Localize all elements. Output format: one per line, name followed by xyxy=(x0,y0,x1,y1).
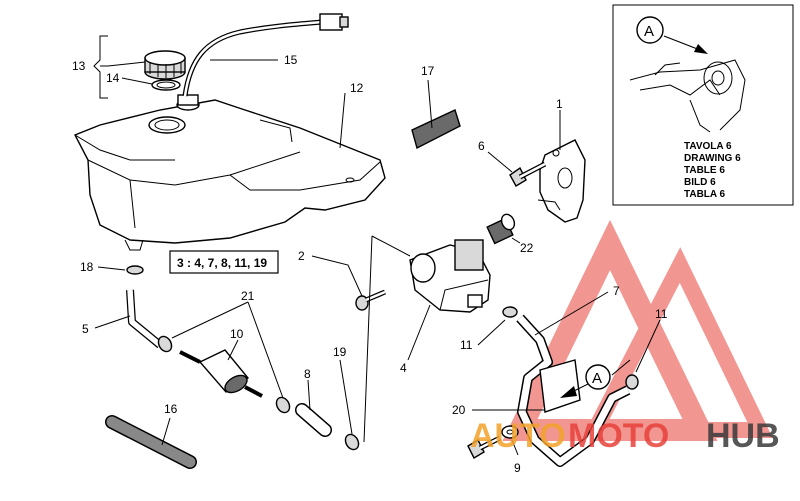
watermark-auto: AUTO xyxy=(470,417,566,455)
callout-11-right: 11 xyxy=(655,307,668,321)
callout-3: 3 : 4, 7, 8, 11, 19 xyxy=(177,256,267,270)
callout-5: 5 xyxy=(82,322,89,336)
hose-clamp-19 xyxy=(344,433,360,451)
hose-8 xyxy=(295,403,332,437)
watermark-logo xyxy=(502,219,773,441)
callout-16: 16 xyxy=(164,402,178,416)
callout-18: 18 xyxy=(80,260,94,274)
leader-lines xyxy=(93,35,661,456)
inset-ref-line-2: DRAWING 6 xyxy=(684,153,741,164)
hose-clamp-11b xyxy=(625,374,639,390)
foam-pad xyxy=(411,109,461,150)
callout-14: 14 xyxy=(106,71,120,85)
callout-labels: 13 14 15 12 17 1 6 22 2 3 : 4, 7, 8, 11,… xyxy=(72,53,668,475)
callout-15: 15 xyxy=(284,53,298,67)
fuel-filter xyxy=(179,349,263,398)
callout-19: 19 xyxy=(333,345,347,359)
washer-9 xyxy=(501,425,519,439)
hose-16 xyxy=(105,415,197,469)
inset-ref-line-3: TABLE 6 xyxy=(684,165,725,176)
callout-7: 7 xyxy=(613,284,620,298)
inset-ref-line-4: BILD 6 xyxy=(684,177,716,188)
callout-11-left: 11 xyxy=(460,338,473,352)
filler-cap xyxy=(144,50,186,80)
sender-wire xyxy=(182,13,349,97)
callout-3-box: 3 : 4, 7, 8, 11, 19 xyxy=(169,250,279,274)
hose-bracket-20 xyxy=(539,359,581,413)
callout-8: 8 xyxy=(304,367,311,381)
reference-inset: A TAVOLA 6 DRAWING 6 TABLE 6 BILD 6 TABL… xyxy=(612,4,794,206)
bolt-9 xyxy=(467,435,502,459)
callout-1: 1 xyxy=(556,97,563,111)
rubber-spacer xyxy=(486,213,516,245)
callout-22: 22 xyxy=(520,241,534,255)
watermark-hub: HUB xyxy=(706,417,780,455)
inset-ref-line-5: TABLA 6 xyxy=(684,189,726,200)
detail-a-marker: A xyxy=(585,364,611,390)
callout-6: 6 xyxy=(478,139,485,153)
hose-7 xyxy=(516,314,631,467)
watermark-moto: MOTO xyxy=(568,417,669,455)
inset-ref-line-1: TAVOLA 6 xyxy=(684,141,732,152)
bolt-6 xyxy=(509,161,547,187)
inset-a-letter: A xyxy=(644,23,654,40)
bolt-2 xyxy=(355,289,386,311)
callout-4: 4 xyxy=(400,361,407,375)
watermark-text: AUTO MOTO HUB xyxy=(470,417,780,455)
callout-20: 20 xyxy=(452,403,466,417)
callout-21: 21 xyxy=(241,289,255,303)
callout-12: 12 xyxy=(350,81,364,95)
hose-clamp-11a xyxy=(502,306,518,318)
fuel-tank xyxy=(74,94,386,251)
solenoid-valve xyxy=(409,239,491,313)
hose-clamp-21b xyxy=(275,396,291,414)
callout-2: 2 xyxy=(298,249,305,263)
detail-a-letter: A xyxy=(592,370,602,387)
callout-13: 13 xyxy=(72,59,86,73)
callout-9: 9 xyxy=(514,461,521,475)
cap-seal xyxy=(151,79,181,91)
callout-17: 17 xyxy=(421,64,435,78)
drain-hose-5 xyxy=(126,289,163,349)
callout-10: 10 xyxy=(230,327,244,341)
hose-clamp-18 xyxy=(126,265,144,275)
mounting-bracket xyxy=(537,139,586,223)
hose-clamp-21a xyxy=(157,335,173,353)
